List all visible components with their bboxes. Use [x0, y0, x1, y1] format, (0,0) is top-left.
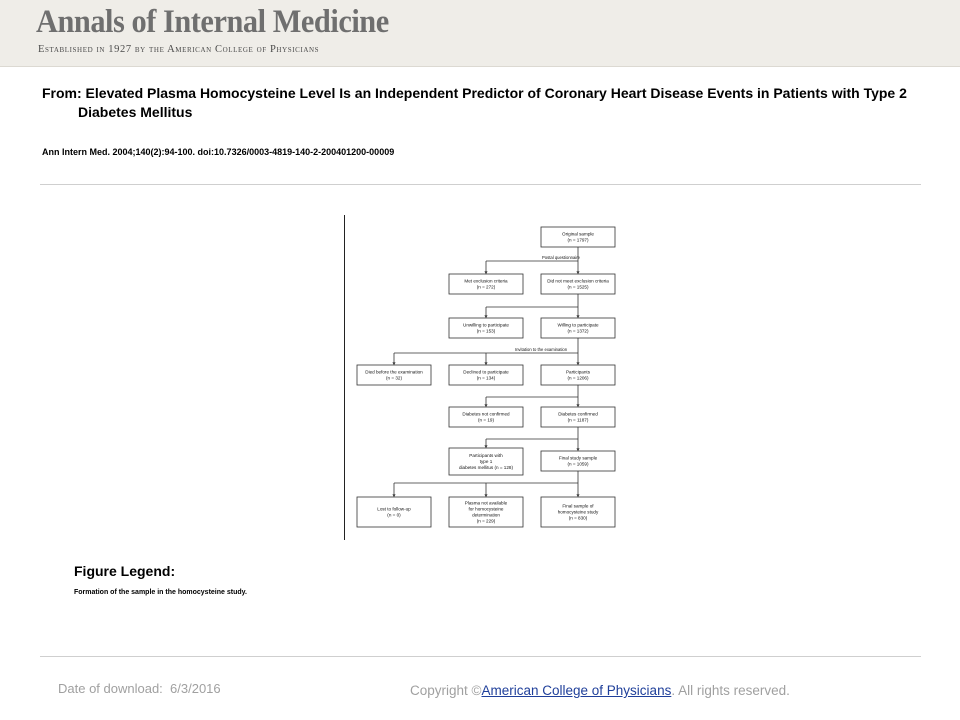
- flow-box-text: for homocysteine: [469, 507, 504, 512]
- flow-box-text: Final sample of: [562, 504, 594, 509]
- flow-box-participants: Participants(n = 1206): [540, 364, 616, 386]
- flow-box-text: (n = 272): [477, 285, 496, 290]
- arrow-final-study-head: [576, 448, 580, 451]
- arrow-participants-head: [576, 362, 580, 365]
- copyright-rights: . All rights reserved.: [671, 683, 790, 698]
- flow-box-lost: Lost to follow-up(n = 0): [356, 496, 432, 528]
- flow-box-text: Participants: [566, 370, 591, 375]
- flow-box-final-study: Final study sample(n = 1059): [540, 450, 616, 472]
- flow-box-text: (n = 1206): [567, 376, 589, 381]
- flow-box-text: Diabetes confirmed: [558, 412, 598, 417]
- journal-logo[interactable]: Annals of Internal Medicine: [36, 4, 389, 40]
- flow-box-text: (n = 1372): [567, 329, 589, 334]
- flow-box-did-not-meet: Did not meet exclusion criteria(n = 1525…: [540, 273, 616, 295]
- journal-tagline: Established in 1927 by the American Coll…: [38, 44, 320, 55]
- flow-box-text: Participants with: [469, 453, 503, 458]
- article-citation: Ann Intern Med. 2004;140(2):94-100. doi:…: [42, 147, 395, 157]
- label-invitation: Invitation to the examination: [515, 347, 568, 352]
- arrow-plasma-head: [484, 494, 488, 497]
- flow-box-text: homocysteine study: [558, 510, 599, 515]
- flow-box-text: (n = 1525): [567, 285, 589, 290]
- flow-box-text: type 1: [480, 459, 493, 464]
- flow-box-died: Died before the examination(n = 32): [356, 364, 432, 386]
- flow-box-original: Original sample(n = 1797): [540, 226, 616, 248]
- figure-legend-text: Formation of the sample in the homocyste…: [74, 589, 247, 596]
- article-title: From: Elevated Plasma Homocysteine Level…: [42, 85, 907, 120]
- flow-box-text: Unwilling to participate: [463, 323, 509, 328]
- flow-box-text: Original sample: [562, 232, 594, 237]
- arrow-declined-head: [484, 362, 488, 365]
- flow-box-willing: Willing to participate(n = 1372): [540, 317, 616, 339]
- arrow-did-not-meet-head: [576, 271, 580, 274]
- flow-box-text: Declined to participate: [463, 370, 509, 375]
- divider-top: [40, 184, 921, 185]
- flow-box-text: (n = 1187): [568, 418, 589, 423]
- download-date: Date of download: 6/3/2016: [58, 681, 221, 696]
- copyright-notice: Copyright ©American College of Physician…: [410, 683, 790, 698]
- flow-box-unwilling: Unwilling to participate(n = 153): [448, 317, 524, 339]
- flow-box-confirmed: Diabetes confirmed(n = 1187): [540, 406, 616, 428]
- arrow-confirmed-head: [576, 404, 580, 407]
- flow-box-text: Final study sample: [559, 456, 598, 461]
- publisher-link[interactable]: American College of Physicians: [481, 683, 672, 698]
- flow-box-text: (n = 0): [387, 513, 401, 518]
- copyright-prefix: Copyright ©: [410, 683, 482, 698]
- flow-box-text: Met exclusion criteria: [464, 279, 508, 284]
- arrow-lost-head: [392, 494, 396, 497]
- journal-header: Annals of Internal Medicine Established …: [0, 0, 960, 67]
- arrow-willing-head: [576, 315, 580, 318]
- flow-box-text: diabetes mellitus (n = 128): [459, 465, 513, 470]
- download-date-label: Date of download:: [58, 681, 163, 696]
- flow-box-text: (n = 1797): [567, 238, 589, 243]
- divider-bottom: [40, 656, 921, 657]
- arrow-type1-head: [484, 445, 488, 448]
- flow-box-text: (n = 153): [477, 329, 496, 334]
- flow-box-text: (n = 830): [569, 516, 588, 521]
- download-date-value: 6/3/2016: [170, 681, 221, 696]
- flow-box-text: (n = 32): [386, 376, 402, 381]
- flow-box-declined: Declined to participate(n = 134): [448, 364, 524, 386]
- flow-box-text: Willing to participate: [557, 323, 599, 328]
- flow-box-text: Diabetes not confirmed: [462, 412, 510, 417]
- arrow-died-head: [392, 362, 396, 365]
- flow-box-not-confirmed: Diabetes not confirmed(n = 19): [448, 406, 524, 428]
- arrow-met-exclusion-head: [484, 271, 488, 274]
- flow-box-text: determination: [472, 513, 500, 518]
- flow-box-text: (n = 229): [477, 519, 496, 524]
- flow-box-text: (n = 19): [478, 418, 494, 423]
- flow-box-text: Did not meet exclusion criteria: [547, 279, 609, 284]
- flow-box-text: Lost to follow-up: [377, 507, 411, 512]
- arrow-final-homocysteine-head: [576, 494, 580, 497]
- flow-box-text: (n = 134): [477, 376, 496, 381]
- flow-box-text: Died before the examination: [365, 370, 423, 375]
- figure-legend-heading: Figure Legend:: [74, 563, 176, 579]
- flow-box-text: Plasma not available: [465, 501, 508, 506]
- arrow-unwilling-head: [484, 315, 488, 318]
- arrow-not-confirmed-head: [484, 404, 488, 407]
- flow-box-text: (n = 1059): [567, 462, 589, 467]
- flow-box-met-exclusion: Met exclusion criteria(n = 272): [448, 273, 524, 295]
- label-postal-questionnaire: Postal questionnaire: [542, 255, 581, 260]
